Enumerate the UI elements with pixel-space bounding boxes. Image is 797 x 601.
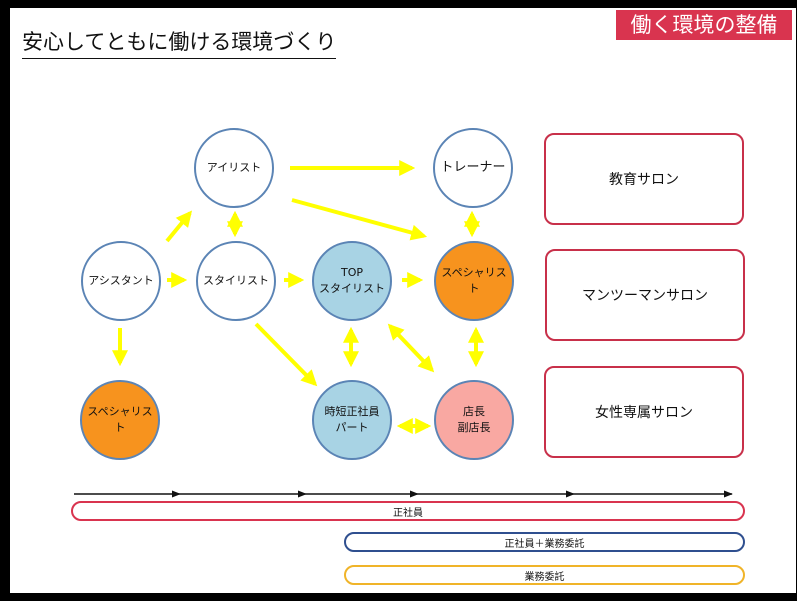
salon-education: 教育サロン	[544, 133, 744, 225]
node-part-time: 時短正社員 パート	[312, 380, 392, 460]
bar-contract: 業務委託	[344, 565, 745, 585]
flow-arrows	[112, 160, 484, 434]
node-assistant: アシスタント	[81, 241, 161, 321]
arrow-stylist-parttime	[254, 322, 318, 387]
node-eyelist: アイリスト	[194, 128, 274, 208]
node-manager: 店長 副店長	[434, 380, 514, 460]
node-trainer: トレーナー	[433, 128, 513, 208]
arrow-eyelist-specialist	[291, 198, 428, 241]
salon-women-only: 女性専属サロン	[544, 366, 744, 458]
node-top-stylist: TOP スタイリスト	[312, 241, 392, 321]
salon-one-on-one: マンツーマンサロン	[545, 249, 745, 341]
arrow-top-manager	[387, 323, 435, 373]
arrows-layer	[74, 160, 733, 498]
node-specialist-left: スペシャリスト	[80, 380, 160, 460]
bar-full-time: 正社員	[71, 501, 745, 521]
page-title: 安心してともに働ける環境づくり	[22, 26, 337, 59]
section-tag: 働く環境の整備	[616, 10, 792, 40]
slide: 安心してともに働ける環境づくり 働く環境の整備	[10, 8, 796, 593]
node-stylist: スタイリスト	[196, 241, 276, 321]
bar-full-time-contract: 正社員＋業務委託	[344, 532, 745, 552]
node-specialist-right: スペシャリスト	[434, 241, 514, 321]
arrow-assistant-eyelist	[165, 210, 193, 243]
